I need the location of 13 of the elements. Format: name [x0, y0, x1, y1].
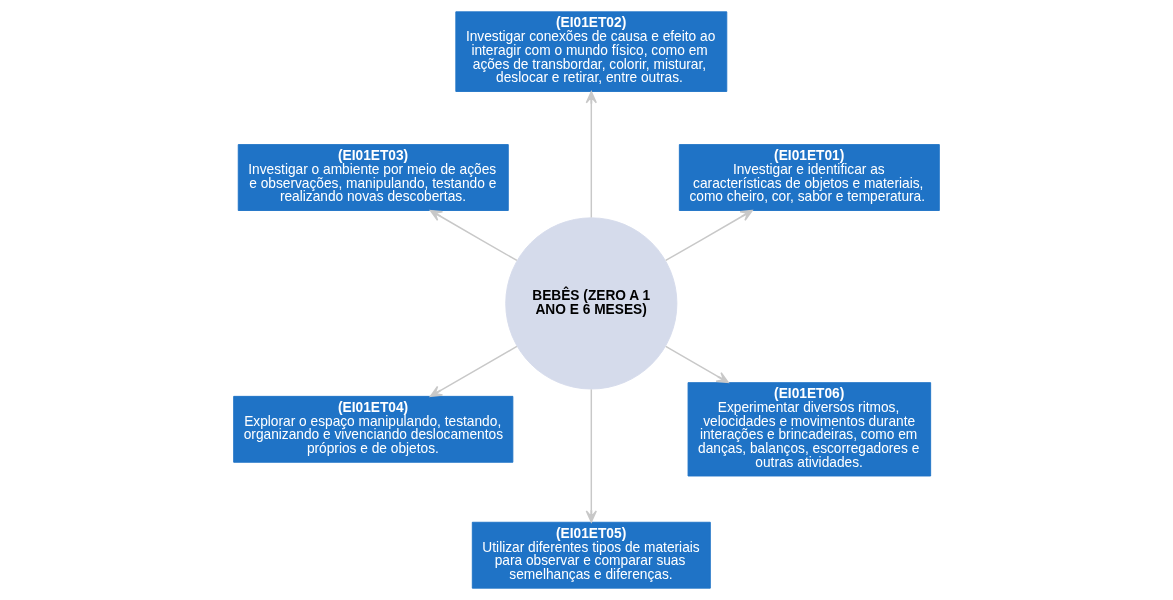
- arrow: [585, 91, 597, 219]
- arrow: [585, 388, 597, 523]
- arrow: [429, 345, 518, 397]
- node-box: (EI01ET03) Investigar o ambiente por meio de ações e observações, manipulando, testando e realizando novas descobertas.: [237, 144, 509, 211]
- node-circle: BEBÊS (ZERO A 1 ANO E 6 MESES): [505, 217, 678, 390]
- arrow: [665, 345, 729, 384]
- node-box: (EI01ET04) Explorar o espaço manipulando, testando, organizando e vivenciando deslocamentos próprios e de objetos.: [233, 395, 514, 463]
- node-box: (EI01ET06) Experimentar diversos ritmos, velocidades e movimentos durante interações e brincadeiras, como em danças, balanços, escorregadores e outras atividades.: [687, 382, 932, 477]
- arrow: [665, 209, 753, 262]
- node-box: (EI01ET01) Investigar e identificar as características de objetos e materiais, como cheiro, cor, sabor e temperatura.: [678, 144, 940, 211]
- arrow: [429, 209, 518, 262]
- node-box: (EI01ET05) Utilizar diferentes tipos de materiais para observar e comparar suas semelhanças e diferenças.: [471, 521, 711, 589]
- node-box: (EI01ET02) Investigar conexões de causa e efeito ao interagir com o mundo físico, como em ações de transbordar, colorir, misturar, deslocar e retirar, entre outras.: [455, 11, 728, 92]
